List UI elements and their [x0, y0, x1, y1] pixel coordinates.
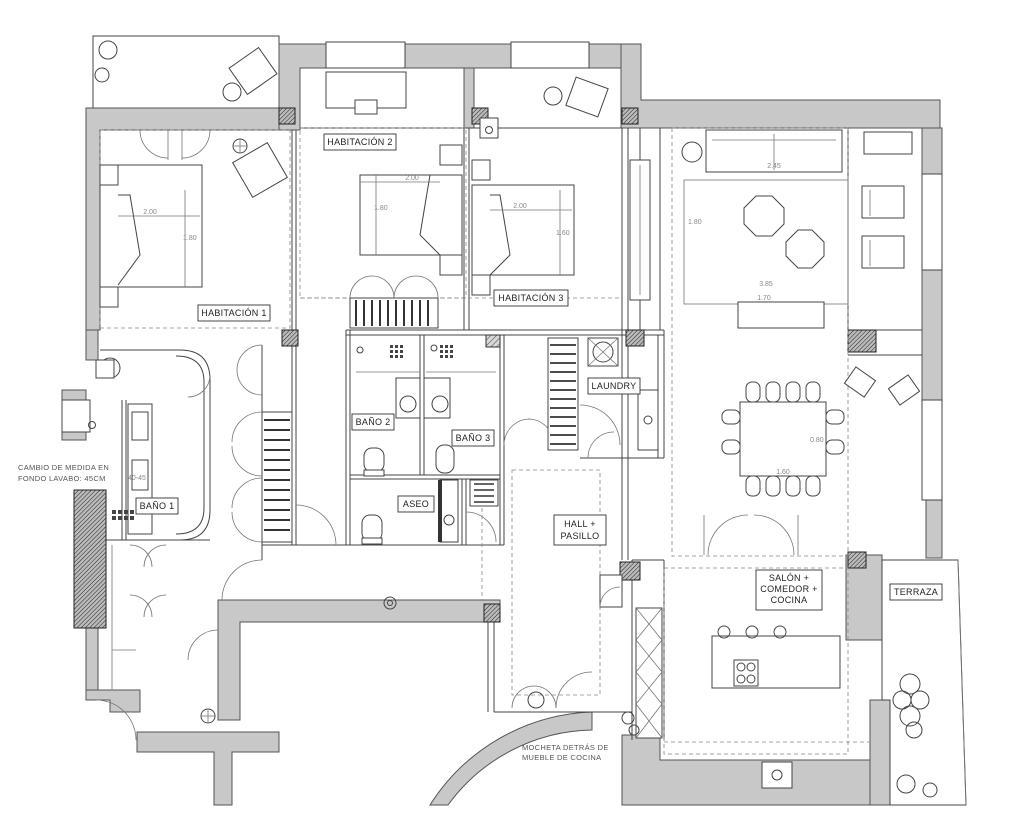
- label-terraza: TERRAZA: [889, 583, 943, 601]
- label-text: BAÑO 3: [456, 433, 491, 443]
- terrace: [881, 559, 967, 806]
- label-hall: HALL + PASILLO: [553, 514, 607, 546]
- dim-bed1-height: 1.80: [183, 235, 197, 242]
- label-text: BAÑO 2: [356, 417, 391, 427]
- balcony-top-left: [94, 40, 278, 102]
- dim-table-height: 0.80: [810, 437, 824, 444]
- note-lavabo-line1: CAMBIO DE MEDIDA EN: [18, 463, 109, 472]
- laundry-room: [547, 337, 659, 459]
- dim-bed3-height: 1.60: [556, 230, 570, 237]
- bathroom-2-3: [356, 334, 555, 477]
- label-text: HABITACIÓN 1: [201, 308, 266, 318]
- label-text: LAUNDRY: [592, 381, 637, 391]
- dim-rug-width: 3.85: [759, 281, 773, 288]
- label-text-line3: COCINA: [771, 595, 808, 605]
- label-text-line1: HALL +: [564, 519, 596, 529]
- label-bano-1: BAÑO 1: [135, 497, 179, 515]
- bedroom-2: [325, 71, 463, 329]
- dim-bed2-width: 2.00: [405, 175, 419, 182]
- structural-columns: [73, 107, 877, 629]
- room-labels: HABITACIÓN 1 HABITACIÓN 2 HABITACIÓN 3 B…: [135, 133, 943, 611]
- label-text-line2: COMEDOR +: [760, 584, 817, 594]
- bedroom-1: [99, 129, 289, 308]
- label-text: BAÑO 1: [140, 501, 175, 511]
- exterior-walls: [61, 35, 943, 806]
- left-corridor: [95, 344, 337, 741]
- label-text-line1: SALÓN +: [769, 573, 809, 583]
- note-lavabo-line2: FONDO LAVABO: 45CM: [18, 474, 106, 483]
- half-bath: [361, 479, 499, 545]
- dimension-labels: 2.00 1.80 2.00 1.80 2.00 1.60 3.85 1.80 …: [143, 163, 824, 476]
- label-bano-3: BAÑO 3: [451, 429, 495, 447]
- label-text: ASEO: [403, 499, 429, 509]
- label-habitacion-2: HABITACIÓN 2: [323, 133, 397, 151]
- dim-bed2-height: 1.80: [374, 205, 388, 212]
- dim-bench-width: 1.70: [757, 295, 771, 302]
- bedroom-3: [471, 76, 651, 301]
- label-habitacion-1: HABITACIÓN 1: [197, 304, 271, 322]
- label-salon: SALÓN + COMEDOR + COCINA: [755, 569, 823, 611]
- note-mocheta-line2: MUEBLE DE COCINA: [522, 753, 601, 762]
- annotations: CAMBIO DE MEDIDA EN FONDO LAVABO: 45CM 4…: [18, 463, 609, 762]
- dim-table-width: 1.60: [776, 469, 790, 476]
- dim-rug-height: 1.80: [688, 219, 702, 226]
- dim-bed1-width: 2.00: [143, 209, 157, 216]
- label-bano-2: BAÑO 2: [351, 413, 395, 431]
- living-dining-kitchen: [664, 129, 921, 789]
- label-habitacion-3: HABITACIÓN 3: [493, 289, 569, 307]
- label-laundry: LAUNDRY: [587, 377, 641, 395]
- windows: [325, 41, 943, 501]
- hall: [383, 574, 663, 739]
- note-lavabo-dim: 40-45: [128, 475, 146, 482]
- label-text-line2: PASILLO: [561, 531, 600, 541]
- note-mocheta-line1: MOCHETA DETRÁS DE: [522, 743, 609, 752]
- dim-bed3-width: 2.00: [513, 203, 527, 210]
- label-text: HABITACIÓN 3: [498, 293, 563, 303]
- label-text: HABITACIÓN 2: [327, 137, 392, 147]
- zone-outlines: [99, 127, 849, 755]
- label-aseo: ASEO: [397, 495, 435, 513]
- dim-sofa: 2.45: [767, 163, 781, 170]
- label-text: TERRAZA: [894, 587, 938, 597]
